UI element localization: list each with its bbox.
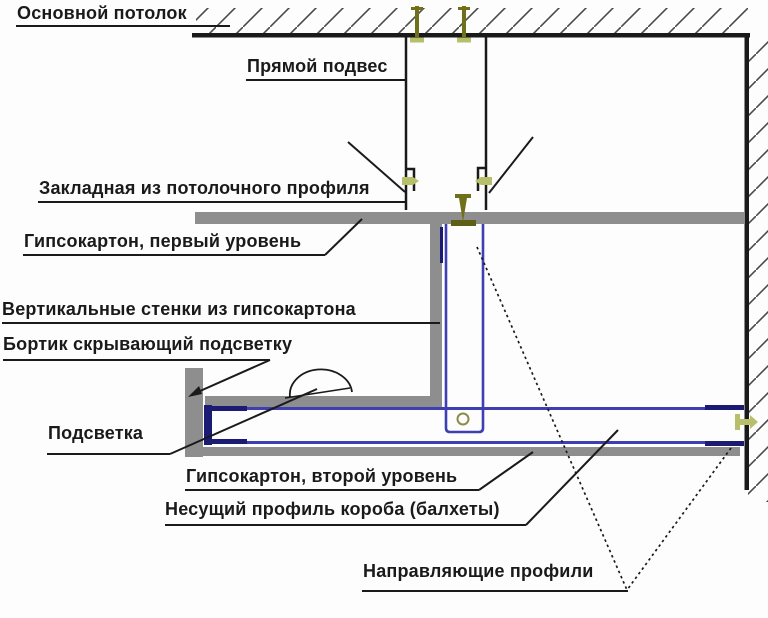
label-guide-profiles: Направляющие профили [363, 561, 594, 581]
wall-line [744, 33, 749, 490]
label-main-ceiling: Основной потолок [17, 3, 187, 23]
label-drywall-level1: Гипсокартон, первый уровень [24, 231, 302, 251]
leader-arrowhead [188, 386, 202, 397]
ceiling-anchor-screw-right [457, 6, 471, 43]
embedded-screw-plate [451, 220, 476, 226]
ceiling-slab-line [192, 33, 750, 38]
label-light-shield: Бортик скрывающий подсветку [3, 334, 293, 354]
drywall-level1-panel [195, 212, 744, 224]
vertical-guide-profile [444, 224, 485, 434]
wall-hatch [748, 36, 768, 502]
label-drywall-level2: Гипсокартон, второй уровень [186, 466, 458, 486]
box-left-end-cap [204, 405, 212, 445]
center-screw [455, 194, 471, 222]
wall-screw [735, 414, 758, 430]
label-embedded-profile: Закладная из потолочного профиля [39, 178, 370, 198]
guide-profile-ends [206, 405, 744, 446]
ceiling-hatch [196, 8, 748, 33]
box-top-panel [205, 396, 442, 407]
direct-hanger-bracket [404, 37, 488, 210]
hanger-side-screw-right [475, 177, 492, 185]
label-direct-hanger: Прямой подвес [247, 56, 388, 76]
label-backlight: Подсветка [48, 423, 144, 443]
label-vertical-walls: Вертикальные стенки из гипсокартона [2, 299, 356, 319]
hanger-side-screw-left [402, 177, 419, 185]
lamp-icon [284, 368, 353, 399]
box-frame-profiles [208, 407, 744, 444]
profile-hole [456, 412, 470, 426]
ceiling-anchor-screw-left [410, 6, 424, 43]
label-carrier-profile: Несущий профиль короба (балхеты) [165, 499, 500, 519]
drywall-level2-panel [203, 447, 740, 456]
drywall-side-wall [430, 224, 442, 400]
guide-profile-dotted-leaders [476, 246, 732, 591]
label-leader-lines [2, 25, 628, 592]
